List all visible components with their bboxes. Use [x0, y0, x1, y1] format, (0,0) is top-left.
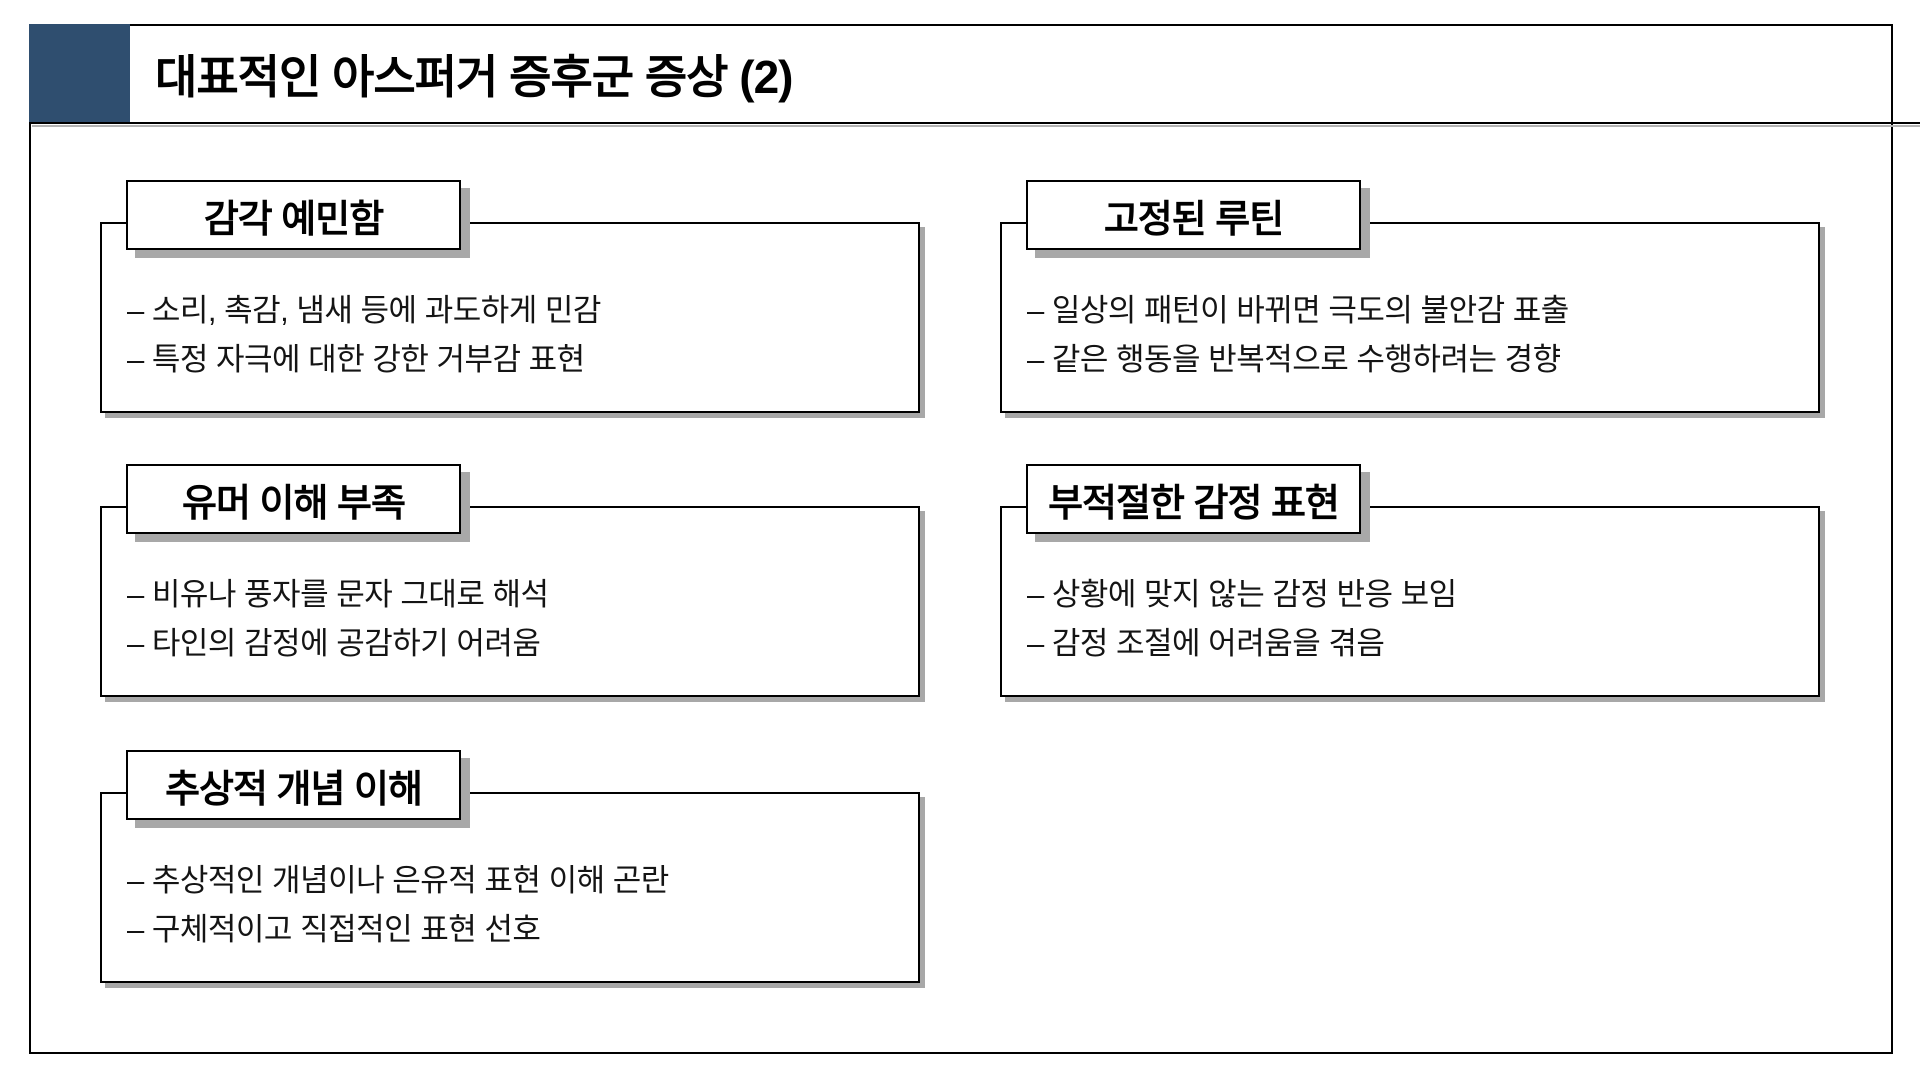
title-separator-line	[29, 122, 1920, 124]
bullet-item: – 구체적이고 직접적인 표현 선호	[127, 912, 541, 947]
slide-frame-border	[29, 24, 1893, 1054]
card-body-fixed-routine: – 일상의 패턴이 바뀌면 극도의 불안감 표출 – 같은 행동을 반복적으로 …	[1000, 222, 1820, 413]
bullet-item: – 일상의 패턴이 바뀌면 극도의 불안감 표출	[1027, 293, 1569, 328]
bullet-item: – 비유나 풍자를 문자 그대로 해석	[127, 577, 549, 612]
bullet-item: – 상황에 맞지 않는 감정 반응 보임	[1027, 577, 1457, 612]
title-accent-square	[29, 24, 130, 124]
bullet-item: – 감정 조절에 어려움을 겪음	[1027, 626, 1385, 661]
card-heading-inappropriate-emotion: 부적절한 감정 표현	[1026, 464, 1361, 534]
bullet-item: – 특정 자극에 대한 강한 거부감 표현	[127, 342, 585, 377]
bullet-item: – 소리, 촉감, 냄새 등에 과도하게 민감	[127, 293, 601, 328]
card-heading-abstract-concept: 추상적 개념 이해	[126, 750, 461, 820]
card-body-sensory-sensitivity: – 소리, 촉감, 냄새 등에 과도하게 민감 – 특정 자극에 대한 강한 거…	[100, 222, 920, 413]
card-heading-humor-comprehension: 유머 이해 부족	[126, 464, 461, 534]
card-body-humor-comprehension: – 비유나 풍자를 문자 그대로 해석 – 타인의 감정에 공감하기 어려움	[100, 506, 920, 697]
card-body-inappropriate-emotion: – 상황에 맞지 않는 감정 반응 보임 – 감정 조절에 어려움을 겪음	[1000, 506, 1820, 697]
card-heading-fixed-routine: 고정된 루틴	[1026, 180, 1361, 250]
page-title: 대표적인 아스퍼거 증후군 증상 (2)	[155, 51, 794, 103]
bullet-item: – 추상적인 개념이나 은유적 표현 이해 곤란	[127, 863, 669, 898]
card-body-abstract-concept: – 추상적인 개념이나 은유적 표현 이해 곤란 – 구체적이고 직접적인 표현…	[100, 792, 920, 983]
bullet-item: – 타인의 감정에 공감하기 어려움	[127, 626, 541, 661]
card-heading-sensory-sensitivity: 감각 예민함	[126, 180, 461, 250]
bullet-item: – 같은 행동을 반복적으로 수행하려는 경향	[1027, 342, 1561, 377]
